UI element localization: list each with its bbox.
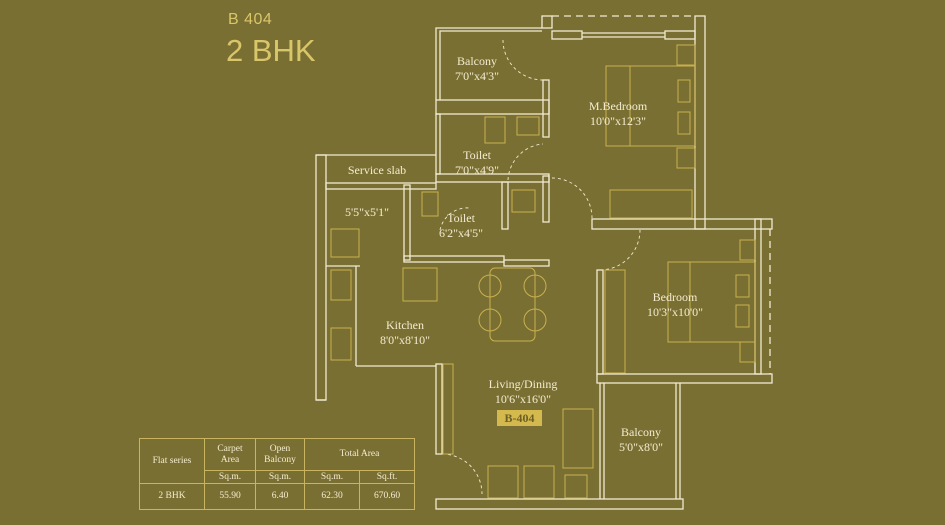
unit-open-balcony: Sq.m. [255,470,305,484]
header-total-area: Total Area [304,438,415,471]
header-open-balcony: Open Balcony [255,438,305,471]
area-table: Flat series Carpet Area Open Balcony Tot… [139,438,415,510]
header-flat-series: Flat series [139,438,205,484]
unit-carpet: Sq.m. [204,470,256,484]
room-label-service-slab: Service slab [347,163,407,177]
walls [315,15,773,510]
unit-total-sqft: Sq.ft. [359,470,415,484]
unit-number: B 404 [228,11,273,28]
value-open-balcony: 6.40 [255,483,305,510]
unit-tag: B-404 [497,410,542,426]
value-flat-series: 2 BHK [139,483,205,510]
header-carpet-area: Carpet Area [204,438,256,471]
room-label-utility: 5'5"x5'1" [344,205,390,219]
flat-type-title: 2 BHK [226,33,316,68]
value-total-sqm: 62.30 [304,483,360,510]
value-total-sqft: 670.60 [359,483,415,510]
value-carpet: 55.90 [204,483,256,510]
furniture [330,44,756,499]
door-swings [439,39,641,495]
unit-total-sqm: Sq.m. [304,470,360,484]
